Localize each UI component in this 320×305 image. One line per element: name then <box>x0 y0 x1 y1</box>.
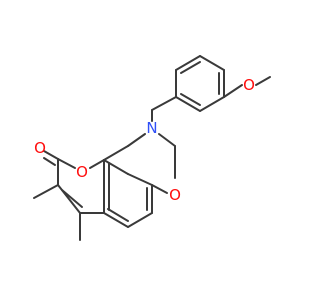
bond <box>127 173 153 186</box>
bond <box>127 133 146 147</box>
bond <box>223 84 243 98</box>
methoxy-oxygen-label: O <box>243 76 255 94</box>
atom-labels: O O O N O <box>34 76 255 204</box>
bond <box>199 96 225 112</box>
bond <box>103 212 129 228</box>
carbonyl-oxygen-label: O <box>34 139 46 157</box>
bond <box>103 145 129 161</box>
bond <box>151 96 177 111</box>
bond <box>175 96 201 112</box>
bond <box>151 184 168 194</box>
bond <box>175 55 201 71</box>
bond <box>255 76 271 86</box>
structure-canvas: O O O N O <box>33 55 271 241</box>
bond <box>33 184 59 199</box>
oxazine-oxygen-label: O <box>169 186 181 204</box>
molecule-structure-drawing: O O O N O <box>33 55 271 241</box>
bond <box>43 157 56 166</box>
bond <box>89 159 105 169</box>
bond <box>199 55 225 71</box>
bond <box>57 158 76 169</box>
bond <box>127 212 153 228</box>
bond <box>158 133 176 147</box>
bond <box>103 159 129 175</box>
bond <box>43 150 59 160</box>
bond <box>107 208 129 222</box>
bond <box>57 184 81 214</box>
bond <box>180 93 201 106</box>
bonds <box>33 55 271 241</box>
lactone-oxygen-label: O <box>76 163 88 181</box>
bond <box>61 189 83 208</box>
amine-nitrogen-label: N <box>146 119 157 137</box>
bond <box>180 61 201 74</box>
